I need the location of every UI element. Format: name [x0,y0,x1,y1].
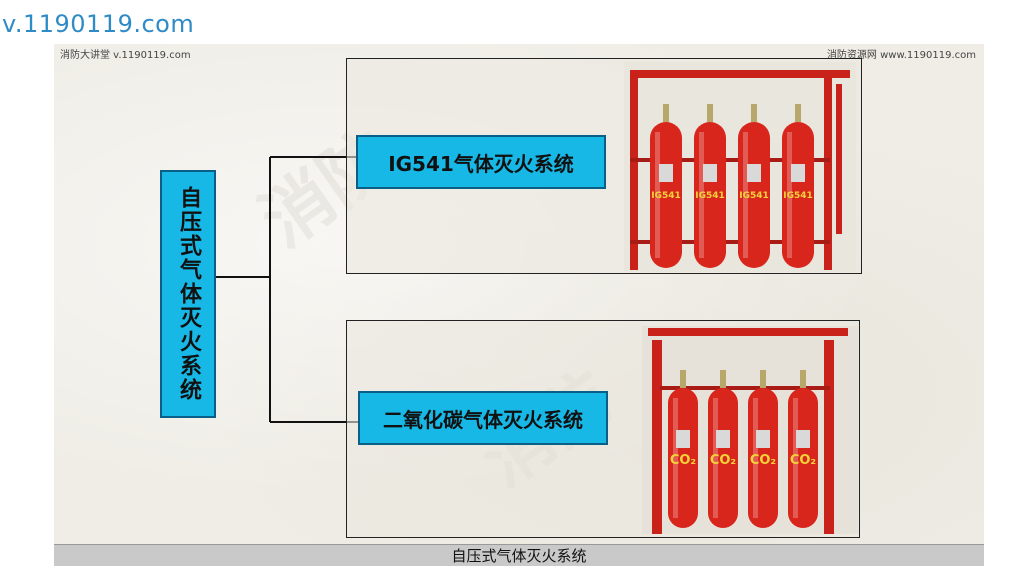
ig541-cylinder: IG541 [650,104,682,268]
footer-caption: 自压式气体灭火系统 [54,544,984,566]
cylinder-label: IG541 [739,191,769,201]
branch-co2: 二氧化碳气体灭火系统 [358,391,608,445]
ig541-cylinders-image: IG541 IG541 IG541 IG541 [624,62,856,272]
cylinder-label: CO₂ [750,453,776,468]
footer-caption-text: 自压式气体灭火系统 [451,547,587,565]
ig541-cylinder: IG541 [694,104,726,268]
cylinder-label: CO₂ [670,453,696,468]
slide-header-left: 消防大讲堂 v.1190119.com [60,50,191,61]
co2-cylinder: CO₂ [708,370,738,528]
cylinder-label: CO₂ [790,453,816,468]
tree-connectors [216,156,358,423]
branch-co2-label: 二氧化碳气体灭火系统 [383,407,583,432]
branch-ig541: IG541气体灭火系统 [356,135,606,189]
ig541-cylinder: IG541 [738,104,770,268]
slide-canvas: 消防 消防 消防大讲堂 v.1190119.com 消防资源网 www.1190… [54,44,984,544]
cylinder-label: CO₂ [710,453,736,468]
ig541-cylinder: IG541 [782,104,814,268]
branch-ig541-label: IG541气体灭火系统 [388,151,574,176]
co2-cylinder: CO₂ [668,370,698,528]
root-node: 自压式气体灭火系统 [160,170,216,418]
root-node-label: 自压式气体灭火系统 [176,186,201,402]
cylinder-label: IG541 [695,191,725,201]
cylinder-label: IG541 [783,191,813,201]
slide-header-right: 消防资源网 www.1190119.com [826,50,976,61]
co2-cylinder: CO₂ [788,370,818,528]
co2-cylinder: CO₂ [748,370,778,528]
site-url-label: v.1190119.com [2,10,195,38]
co2-cylinders-image: CO₂ CO₂ CO₂ CO₂ [642,326,858,534]
cylinder-label: IG541 [651,191,681,201]
